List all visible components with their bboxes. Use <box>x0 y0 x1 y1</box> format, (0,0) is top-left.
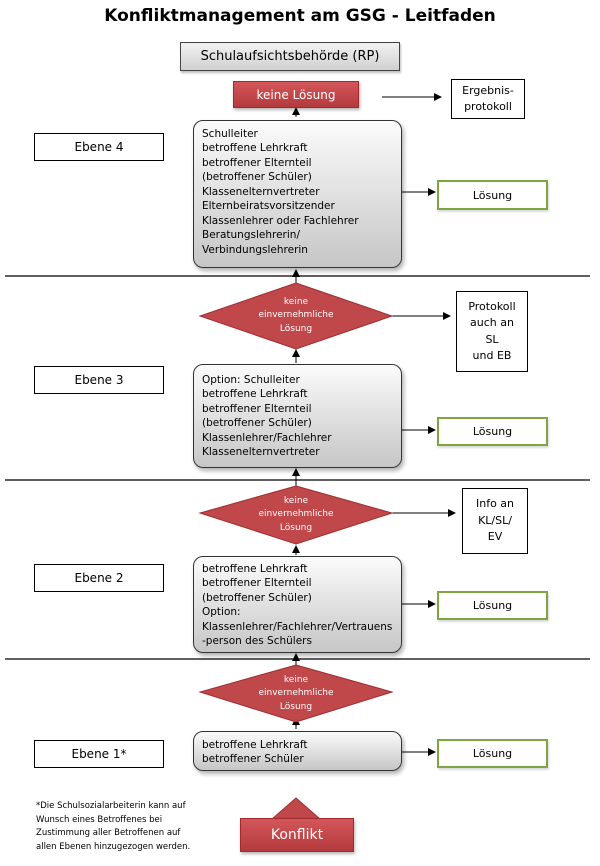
participant: Option: Schulleiter <box>202 374 300 386</box>
decision-line: einvernehmliche <box>258 509 334 520</box>
ergebnis-line: Ergebnis- <box>462 83 514 97</box>
konflikt-arrow-head <box>270 797 322 820</box>
decision-line: keine <box>283 675 309 686</box>
level-label-1: Ebene 1* <box>34 740 164 768</box>
level-label-2: Ebene 2 <box>34 564 164 592</box>
info-note-box: Info an KL/SL/ EV <box>462 488 528 554</box>
participant: Klassenelternvertreter <box>202 446 320 459</box>
participant: -person des Schülers <box>202 635 312 648</box>
note-line: Protokoll <box>468 299 516 313</box>
participant: betroffener Elternteil <box>202 156 312 169</box>
participant: betroffene Lehrkraft <box>202 563 308 575</box>
participants-box-4: Schulleiter betroffene Lehrkraft betroff… <box>193 120 402 268</box>
ergebnisprotokoll-box: Ergebnis- protokoll <box>451 79 525 119</box>
participant: Klassenlehrer oder Fachlehrer <box>202 214 359 227</box>
participant: Verbindungslehrerin <box>202 243 308 256</box>
level-label-3: Ebene 3 <box>34 366 164 394</box>
level-label-4: Ebene 4 <box>34 133 164 161</box>
participant: Klassenlehrer/Fachlehrer <box>202 431 332 444</box>
decision-line: Lösung <box>279 701 313 712</box>
footnote: *Die Schulsozialarbeiterin kann auf Wuns… <box>36 800 211 854</box>
loesung-box-2: Lösung <box>437 591 548 620</box>
participant: Klassenlehrer/Fachlehrer/Vertrauens <box>202 620 393 633</box>
decision-text-2: keine einvernehmliche Lösung <box>226 489 366 541</box>
participant: (betroffener Schüler) <box>202 591 312 604</box>
loesung-box-1: Lösung <box>437 739 548 768</box>
participant: betroffener Elternteil <box>202 577 312 590</box>
participants-box-3: Option: Schulleiter betroffene Lehrkraft… <box>193 364 402 468</box>
participant: betroffener Elternteil <box>202 402 312 415</box>
participant: Elternbeiratsvorsitzender <box>202 200 335 213</box>
page-title: Konfliktmanagement am GSG - Leitfaden <box>104 6 496 26</box>
note-line: EV <box>487 530 503 544</box>
participant: (betroffener Schüler) <box>202 417 312 430</box>
konflikt-box: Konflikt <box>240 818 354 852</box>
decision-text-1: keine einvernehmliche Lösung <box>226 668 366 720</box>
note-line: SL <box>485 332 499 346</box>
participant: betroffene Lehrkraft <box>202 388 308 401</box>
footnote-line: Wunsch eines Betroffenes bei <box>36 814 163 825</box>
participants-box-1: betroffene Lehrkraft betroffener Schüler <box>193 731 402 771</box>
participant: betroffene Lehrkraft <box>202 739 308 751</box>
participant: Klassenelternvertreter <box>202 185 320 198</box>
participant: Option: <box>202 606 241 619</box>
footnote-line: allen Ebenen hinzugezogen werden. <box>36 841 191 852</box>
participants-box-2: betroffene Lehrkraft betroffener Elternt… <box>193 556 402 653</box>
participant: betroffene Lehrkraft <box>202 142 308 155</box>
loesung-box-4: Lösung <box>437 180 548 210</box>
note-line: Info an <box>475 497 515 511</box>
note-line: auch an <box>470 316 514 329</box>
footnote-line: Zustimmung aller Betroffenen auf <box>36 828 181 839</box>
schulaufsicht-box: Schulaufsichtsbehörde (RP) <box>180 42 400 71</box>
participant: betroffener Schüler <box>202 753 304 766</box>
keine-loesung-box: keine Lösung <box>233 81 359 108</box>
loesung-box-3: Lösung <box>437 417 548 446</box>
decision-line: keine <box>283 297 309 308</box>
participant: Beratungslehrerin/ <box>202 229 300 242</box>
decision-diamond <box>198 282 394 350</box>
decision-line: keine <box>283 496 309 507</box>
note-line: und EB <box>472 349 512 362</box>
decision-line: einvernehmliche <box>258 310 334 321</box>
decision-text-3: keine einvernehmliche Lösung <box>226 290 366 342</box>
participant: Schulleiter <box>202 128 258 140</box>
footnote-line: *Die Schulsozialarbeiterin kann auf <box>36 801 186 811</box>
decision-line: einvernehmliche <box>258 688 334 699</box>
decision-diamond <box>198 485 394 545</box>
decision-line: Lösung <box>279 323 313 334</box>
protokoll-note-box: Protokoll auch an SL und EB <box>456 291 528 372</box>
decision-diamond <box>198 664 394 723</box>
note-line: KL/SL/ <box>478 513 512 527</box>
decision-line: Lösung <box>279 522 313 533</box>
participant: (betroffener Schüler) <box>202 171 312 184</box>
ergebnis-line: protokoll <box>464 100 512 113</box>
